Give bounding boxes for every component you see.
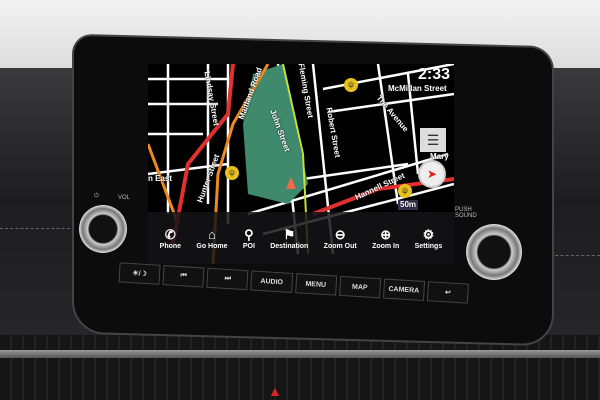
poi-button[interactable]: ⚲POI (242, 226, 255, 250)
settings-icon: ⚙ (422, 226, 435, 242)
pin-icon: ⚲ (244, 226, 254, 242)
phone-button[interactable]: ✆Phone (159, 226, 182, 250)
list-view-button[interactable]: ☰ (420, 128, 446, 152)
zoom-out-button[interactable]: ⊖Zoom Out (323, 226, 357, 250)
sound-label: PUSH SOUND (455, 207, 477, 219)
street-label: Mary (430, 152, 449, 161)
tune-knob[interactable] (466, 224, 522, 280)
flag-icon: ⚑ (283, 226, 296, 242)
settings-button[interactable]: ⚙Settings (414, 226, 443, 250)
volume-knob[interactable] (79, 205, 127, 253)
zoom-in-icon: ⊕ (380, 226, 392, 242)
destination-button[interactable]: ⚑Destination (270, 226, 309, 250)
map-scale: 50m (398, 200, 419, 210)
dash-stitching (0, 228, 80, 229)
zoom-out-icon: ⊖ (334, 226, 346, 242)
touchscreen[interactable]: Lindsay Street Maitland Road Fleming Str… (148, 64, 454, 264)
back-button[interactable]: ↩ (426, 281, 470, 304)
previous-track-button[interactable]: ⏮ (162, 265, 205, 288)
camera-button[interactable]: CAMERA (382, 278, 425, 301)
menu-button[interactable]: MENU (294, 273, 337, 296)
restaurant-poi-icon[interactable]: ψ (398, 184, 412, 198)
dash-stitching (550, 255, 600, 256)
next-track-button[interactable]: ⏭ (206, 267, 249, 291)
map-button[interactable]: MAP (338, 275, 381, 299)
compass-button[interactable]: ➤ (418, 160, 446, 188)
restaurant-poi-icon[interactable]: ψ (225, 166, 239, 180)
route-line (171, 64, 235, 245)
clock: 2:33 (417, 66, 450, 83)
audio-button[interactable]: AUDIO (250, 270, 293, 293)
park-area (243, 64, 308, 204)
power-icon: ⏻ (94, 193, 99, 199)
vehicle-position-icon (286, 177, 296, 189)
go-home-button[interactable]: ⌂Go Home (196, 226, 228, 250)
hazard-button[interactable]: ▲ (268, 383, 282, 399)
restaurant-poi-icon[interactable]: ψ (344, 78, 358, 92)
day-night-button[interactable]: ☀/☽ (118, 262, 161, 285)
home-icon: ⌂ (208, 226, 216, 242)
volume-label: VOL (118, 195, 131, 201)
air-vent (0, 335, 600, 400)
zoom-in-button[interactable]: ⊕Zoom In (372, 226, 400, 250)
vent-trim (0, 350, 600, 358)
map-toolbar: ✆Phone ⌂Go Home ⚲POI ⚑Destination ⊖Zoom … (148, 212, 454, 264)
street-label: McMillan Street (388, 84, 447, 93)
street-label: n East (148, 174, 173, 183)
phone-icon: ✆ (164, 226, 176, 242)
